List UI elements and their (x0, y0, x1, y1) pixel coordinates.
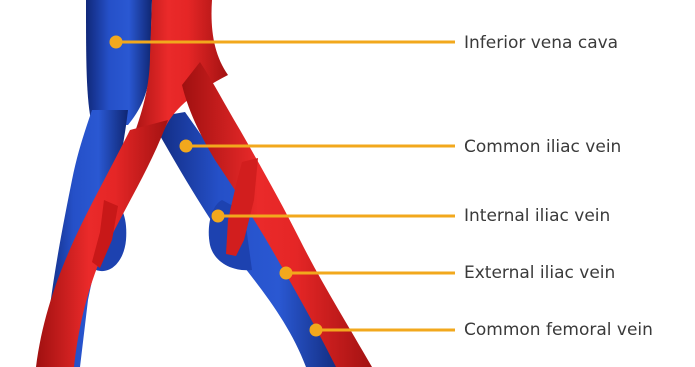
label-external-iliac-vein: External iliac vein (464, 263, 615, 283)
leader-dot-eil (281, 268, 291, 278)
leader-dot-cfv (311, 325, 321, 335)
label-common-femoral-vein: Common femoral vein (464, 320, 653, 340)
inferior-vena-cava-shape (86, 0, 152, 125)
leader-dot-iil (213, 211, 223, 221)
label-inferior-vena-cava: Inferior vena cava (464, 33, 618, 53)
label-internal-iliac-vein: Internal iliac vein (464, 206, 610, 226)
label-common-iliac-vein: Common iliac vein (464, 137, 621, 157)
leader-dot-ivc (111, 37, 121, 47)
leader-dot-cil (181, 141, 191, 151)
